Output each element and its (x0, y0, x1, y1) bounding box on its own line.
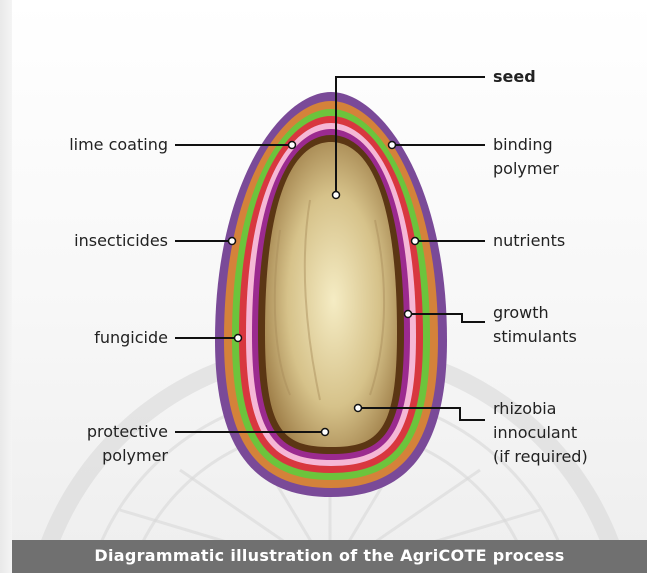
nutrients-dot (412, 238, 419, 245)
seed-dot (333, 192, 340, 199)
growth-stimulants-label-line2: stimulants (493, 326, 577, 347)
binding-polymer-dot (389, 142, 396, 149)
rhizobia-label-line3: (if required) (493, 446, 588, 467)
caption-text: Diagrammatic illustration of the AgriCOT… (12, 546, 647, 565)
rhizobia-label-line2: innoculant (493, 422, 577, 443)
binding-polymer-label-line2: polymer (493, 158, 559, 179)
protective-polymer-label-line1: protective (87, 421, 168, 442)
seed-kernel (265, 142, 397, 447)
seed-label: seed (493, 66, 536, 87)
fungicide-dot (235, 335, 242, 342)
rhizobia-dot (355, 405, 362, 412)
insecticides-dot (229, 238, 236, 245)
caption-bar: Diagrammatic illustration of the AgriCOT… (12, 540, 647, 573)
protective-polymer-label-line2: polymer (102, 445, 168, 466)
insecticides-label: insecticides (74, 230, 168, 251)
rhizobia-label-line1: rhizobia (493, 398, 556, 419)
nutrients-label: nutrients (493, 230, 565, 251)
lime-coating-label: lime coating (69, 134, 168, 155)
growth-stimulants-dot (405, 311, 412, 318)
binding-polymer-label-line1: binding (493, 134, 553, 155)
fungicide-label: fungicide (94, 327, 168, 348)
lime-coating-dot (289, 142, 296, 149)
protective-polymer-dot (322, 429, 329, 436)
growth-stimulants-label-line1: growth (493, 302, 549, 323)
